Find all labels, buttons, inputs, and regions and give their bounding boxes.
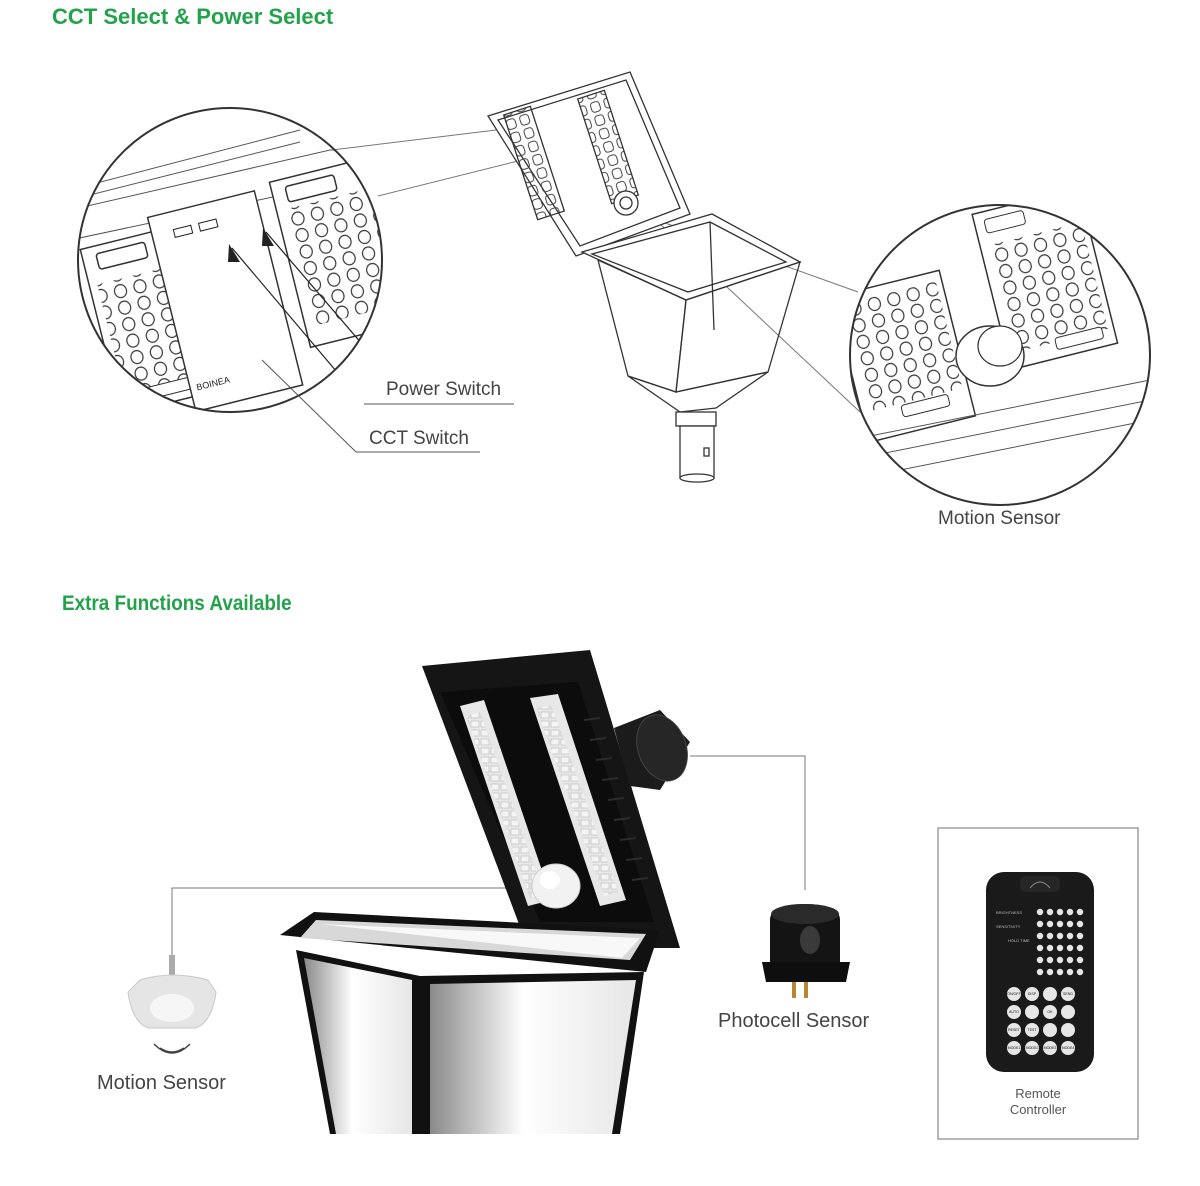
remote-disp-label: DISP bbox=[1028, 992, 1037, 996]
remote-sensitivity-label: SENSITIVITY bbox=[996, 924, 1021, 929]
cct-diagram: BOINEA bbox=[77, 71, 1151, 506]
remote-mode4-label: MODE4 bbox=[1062, 1046, 1075, 1050]
remote-holdtime-label: HOLD TIME bbox=[1008, 938, 1030, 943]
photocell-sensor-label: Photocell Sensor bbox=[718, 1010, 870, 1032]
remote-label-line1: Remote bbox=[1015, 1086, 1061, 1101]
remote-mode1-label: MODE1 bbox=[1008, 1046, 1021, 1050]
remote-label-line2: Controller bbox=[1009, 1102, 1067, 1117]
power-switch-label: Power Switch bbox=[386, 379, 502, 400]
lamp-line-art bbox=[486, 71, 802, 483]
remote-send-label: SEND bbox=[1063, 992, 1073, 996]
remote-test-label: TEST bbox=[1027, 1028, 1037, 1032]
motion-sensor-accessory bbox=[127, 955, 217, 1054]
remote-auto-label: AUTO bbox=[1009, 1010, 1019, 1014]
zoom-circle-motion-sensor bbox=[849, 204, 1151, 506]
motion-sensor-callout: Motion Sensor bbox=[938, 508, 1061, 529]
remote-controller-label: Remote Controller bbox=[988, 1086, 1088, 1118]
remote-controller: BRIGHTNESS SENSITIVITY HOLD TIME ON/OFF … bbox=[986, 872, 1094, 1072]
zoom-lines-left bbox=[331, 129, 523, 197]
zoom-circle-switches: BOINEA bbox=[77, 107, 383, 413]
remote-brightness-label: BRIGHTNESS bbox=[996, 910, 1022, 915]
photocell-sensor-accessory bbox=[762, 904, 850, 998]
section-title-cct: CCT Select & Power Select bbox=[52, 4, 334, 29]
remote-ok-label: OK bbox=[1047, 1010, 1053, 1014]
section-title-extra: Extra Functions Available bbox=[62, 592, 292, 615]
remote-onoff-label: ON/OFF bbox=[1007, 992, 1021, 996]
motion-sensor-label: Motion Sensor bbox=[97, 1072, 226, 1094]
remote-mode2-label: MODE2 bbox=[1026, 1046, 1039, 1050]
remote-reset-label: RESET bbox=[1008, 1028, 1021, 1032]
cct-switch-label: CCT Switch bbox=[369, 428, 469, 449]
lamp-photo bbox=[280, 650, 690, 1134]
remote-mode3-label: MODE3 bbox=[1044, 1046, 1057, 1050]
